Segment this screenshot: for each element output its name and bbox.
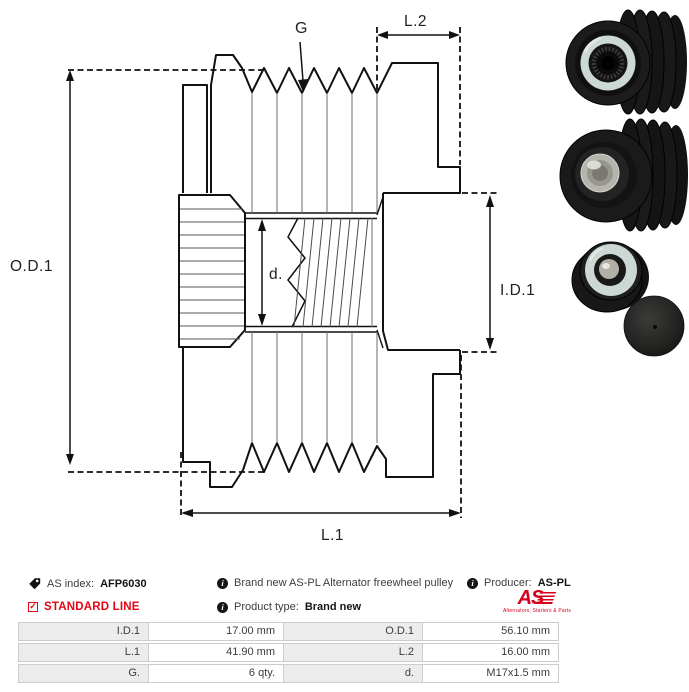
- hub-bore-lines: [245, 196, 384, 349]
- thread-break-line: [287, 217, 306, 328]
- producer-label: Producer:: [484, 577, 532, 589]
- as-index-row: AS index: AFP6030: [28, 577, 147, 590]
- spec-table: I.D.1 17.00 mm O.D.1 56.10 mm L.1 41.90 …: [18, 622, 559, 683]
- product-type-row: Product type: Brand new: [217, 601, 361, 613]
- tag-icon: [28, 577, 41, 590]
- spec-value: 17.00 mm: [149, 622, 284, 641]
- drawing-area: O.D.1 L.2 G d. I.D.1 L.1: [10, 9, 688, 544]
- spec-value: 6 qty.: [149, 664, 284, 683]
- product-type-value: Brand new: [304, 601, 362, 613]
- thread-section: [287, 217, 373, 328]
- standard-line-badge: STANDARD LINE: [44, 601, 140, 613]
- product-photo-front: [565, 9, 687, 115]
- dimension-od1: O.D.1: [10, 70, 74, 465]
- arrow-down-icon: [258, 314, 266, 326]
- as-pl-logo-tagline: Alternators, Starters & Parts: [503, 608, 572, 614]
- dimension-l1: L.1: [181, 509, 461, 544]
- dimension-label-l2: L.2: [404, 13, 427, 30]
- spec-label: L.2: [284, 643, 423, 662]
- arrow-up-icon: [66, 70, 74, 81]
- pulley-outline: [178, 54, 461, 488]
- producer-value: AS-PL: [537, 577, 571, 589]
- as-pl-logo: AS Alternators, Starters & Parts: [503, 588, 572, 614]
- groove-lines: [251, 93, 378, 443]
- spec-value: 56.10 mm: [423, 622, 559, 641]
- spec-label: O.D.1: [284, 622, 423, 641]
- dimension-label-id1: I.D.1: [500, 282, 535, 299]
- spec-label: I.D.1: [18, 622, 149, 641]
- info-icon: [217, 577, 228, 589]
- arrow-left-icon: [377, 31, 388, 39]
- spec-value: 41.90 mm: [149, 643, 284, 662]
- info-icon: [217, 601, 228, 613]
- dimension-id1: I.D.1: [486, 195, 535, 350]
- product-photo-cap: [623, 295, 685, 357]
- thread-hatching: [293, 217, 373, 328]
- spec-value: 16.00 mm: [423, 643, 559, 662]
- metal-cap: [599, 259, 619, 279]
- arrow-up-icon: [258, 219, 266, 231]
- arrow-down-icon: [298, 79, 308, 92]
- as-pl-logo-stripes-icon: [536, 591, 557, 605]
- dimension-l2: L.2: [377, 13, 460, 39]
- standard-line-row: STANDARD LINE: [28, 601, 140, 613]
- arrow-down-icon: [486, 338, 494, 350]
- arrow-up-icon: [486, 195, 494, 207]
- dimension-label-od1: O.D.1: [10, 258, 53, 275]
- as-index-value: AFP6030: [100, 577, 147, 590]
- arrow-left-icon: [181, 509, 193, 517]
- arrow-down-icon: [66, 454, 74, 465]
- description-row: Brand new AS-PL Alternator freewheel pul…: [217, 577, 453, 589]
- arrow-right-icon: [449, 31, 460, 39]
- product-description: Brand new AS-PL Alternator freewheel pul…: [234, 577, 454, 589]
- arrow-right-icon: [449, 509, 461, 517]
- spec-value: M17x1.5 mm: [423, 664, 559, 683]
- product-type-label: Product type:: [234, 601, 299, 613]
- info-icon: [467, 577, 478, 589]
- spec-label: L.1: [18, 643, 149, 662]
- dimension-label-d: d.: [269, 266, 283, 283]
- product-photo-side: [559, 118, 688, 232]
- as-index-label: AS index:: [47, 577, 95, 590]
- pulley-technical-drawing: O.D.1 L.2 G d. I.D.1 L.1: [10, 9, 688, 544]
- spec-label: d.: [284, 664, 423, 683]
- sleeve-hatching: [180, 208, 244, 340]
- product-photo-rear: [571, 241, 649, 313]
- spec-label: G.: [18, 664, 149, 683]
- checkbox-checked-icon: [28, 602, 38, 612]
- dimension-label-l1: L.1: [321, 527, 344, 544]
- dimension-d: d.: [258, 219, 283, 326]
- dimension-label-g: G: [295, 20, 308, 37]
- extension-lines: [68, 27, 498, 518]
- dimension-g: G: [295, 20, 308, 92]
- producer-row: Producer: AS-PL: [467, 577, 571, 589]
